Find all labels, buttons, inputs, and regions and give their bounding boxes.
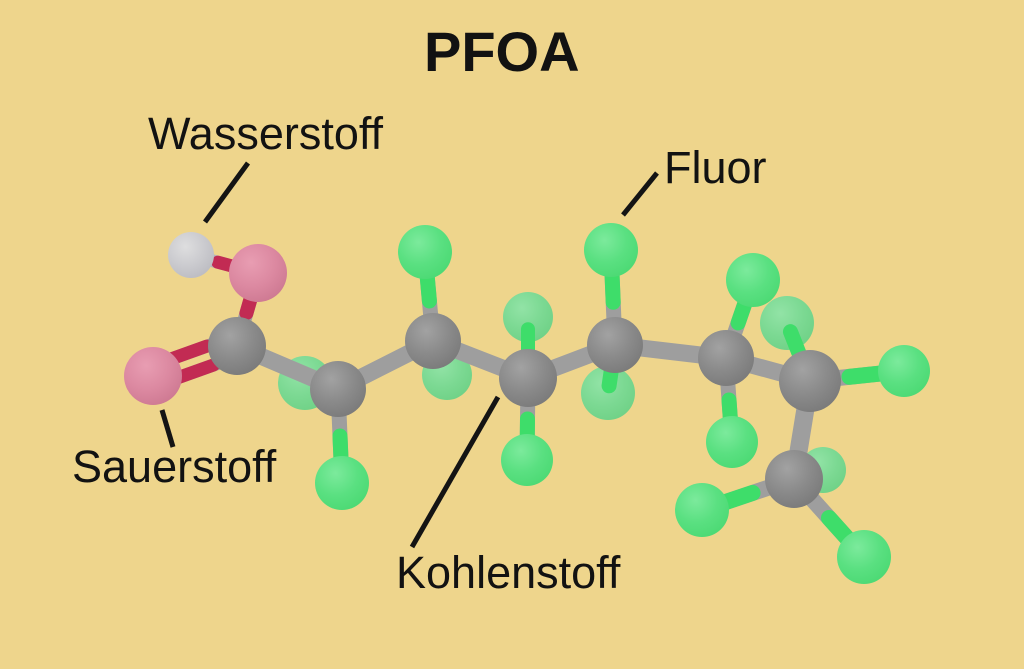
carbon-atom <box>208 317 266 375</box>
page-title: PFOA <box>424 20 580 83</box>
fluorine-atom <box>503 292 553 342</box>
fluorine-atom <box>584 223 638 277</box>
fluorine-atom <box>398 225 452 279</box>
carbon-atom <box>310 361 366 417</box>
fluorine-atom <box>726 253 780 307</box>
carbon-atom <box>587 317 643 373</box>
label-oxygen: Sauerstoff <box>72 441 277 492</box>
fluorine-atom <box>675 483 729 537</box>
fluorine-atom <box>878 345 930 397</box>
fluorine-atom <box>501 434 553 486</box>
hydrogen-atom <box>168 232 214 278</box>
oxygen-atom <box>229 244 287 302</box>
fluorine-atom <box>760 296 814 350</box>
label-hydrogen: Wasserstoff <box>148 108 384 159</box>
carbon-atom <box>698 330 754 386</box>
oxygen-atom <box>124 347 182 405</box>
fluorine-atom <box>706 416 758 468</box>
label-fluorine: Fluor <box>664 142 767 193</box>
carbon-atom <box>779 350 841 412</box>
fluorine-atom <box>837 530 891 584</box>
pointer-line-kohlenstoff <box>409 395 501 549</box>
label-carbon: Kohlenstoff <box>396 547 621 598</box>
carbon-atom <box>765 450 823 508</box>
pointer-line-fluor <box>621 171 659 217</box>
pointer-line-sauerstoff <box>159 409 176 448</box>
carbon-atom <box>499 349 557 407</box>
pointer-line-wasserstoff <box>202 161 251 224</box>
carbon-atom <box>405 313 461 369</box>
fluorine-atom <box>315 456 369 510</box>
